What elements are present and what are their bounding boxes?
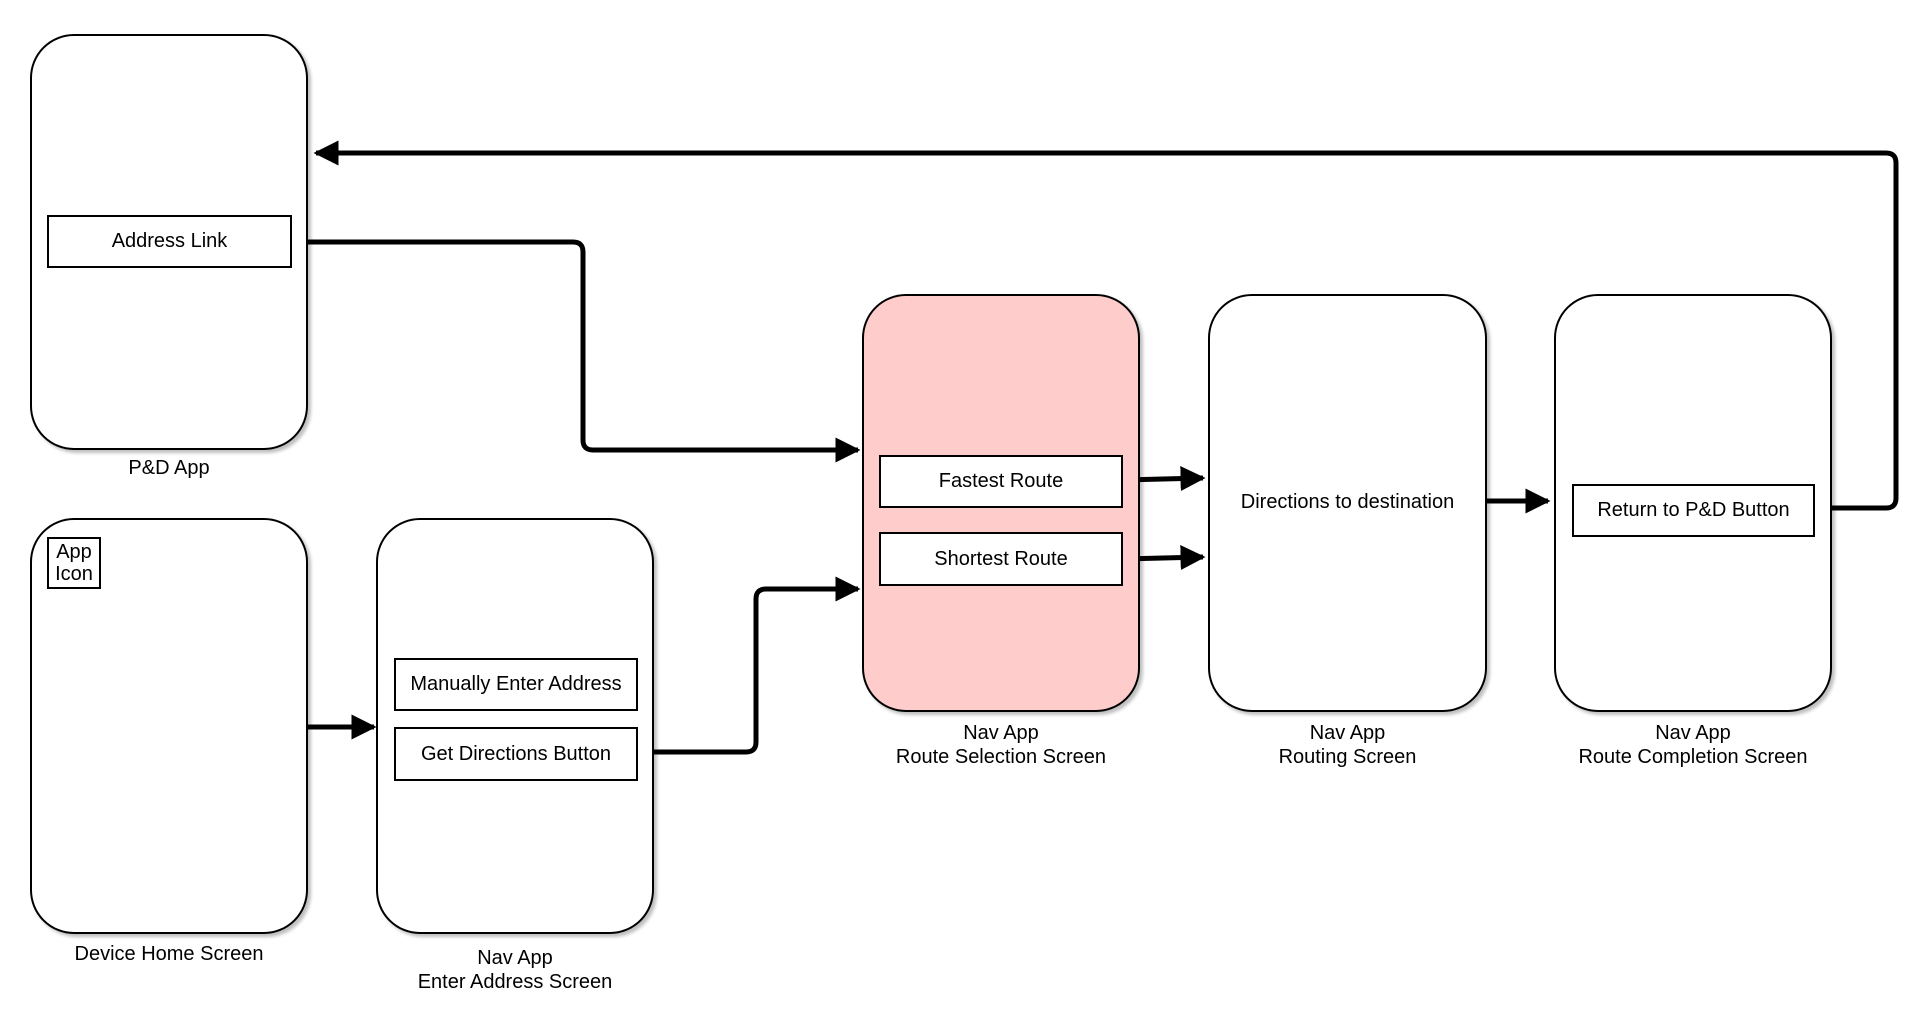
- app-icon-line2: Icon: [55, 563, 93, 585]
- enter-address-screen: [376, 518, 654, 934]
- return-to-pd-button[interactable]: Return to P&D Button: [1572, 484, 1815, 537]
- app-icon-line1: App: [56, 541, 92, 563]
- route-selection-caption-line2: Route Selection Screen: [895, 746, 1107, 768]
- routing-screen: [1208, 294, 1487, 712]
- route-completion-caption-line1: Nav App: [1655, 722, 1731, 744]
- fastest-route-button[interactable]: Fastest Route: [879, 455, 1123, 508]
- device-home-caption: Device Home Screen: [74, 943, 264, 965]
- edge-address-link-to-route-selection: [291, 239, 861, 463]
- route-selection-caption-line1: Nav App: [963, 722, 1039, 744]
- routing-caption-line1: Nav App: [1309, 722, 1386, 744]
- address-link[interactable]: Address Link: [47, 215, 292, 268]
- routing-caption-line2: Routing Screen: [1278, 746, 1417, 768]
- route-completion-caption: Nav App Route Completion Screen: [1554, 721, 1832, 769]
- enter-address-caption-line1: Nav App: [477, 947, 553, 969]
- pd-app-caption: P&D App: [128, 457, 210, 479]
- edge-get-directions-to-route-selection: [637, 576, 861, 755]
- directions-to-destination-label: Directions to destination: [1240, 490, 1455, 513]
- shortest-route-button[interactable]: Shortest Route: [879, 532, 1123, 586]
- route-completion-caption-line2: Route Completion Screen: [1578, 746, 1808, 768]
- manually-enter-address-button[interactable]: Manually Enter Address: [394, 658, 638, 711]
- get-directions-button[interactable]: Get Directions Button: [394, 727, 638, 781]
- enter-address-caption-line2: Enter Address Screen: [417, 971, 613, 993]
- route-selection-caption: Nav App Route Selection Screen: [862, 721, 1140, 769]
- app-icon[interactable]: App Icon: [47, 537, 101, 589]
- enter-address-caption: Nav App Enter Address Screen: [376, 946, 654, 994]
- routing-caption: Nav App Routing Screen: [1208, 721, 1487, 769]
